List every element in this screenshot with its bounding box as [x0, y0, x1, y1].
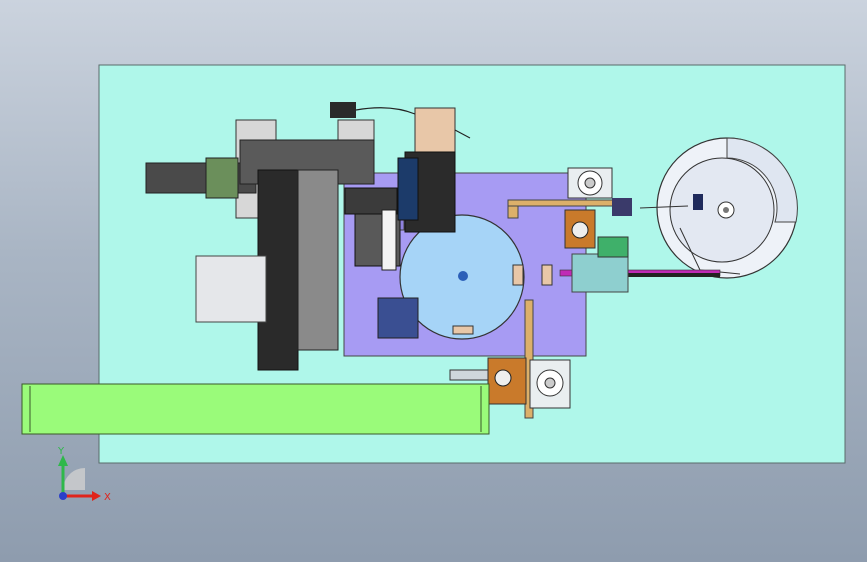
vibratory-bowl-feeder	[639, 137, 798, 279]
axis-x-label: X	[104, 492, 111, 503]
lower-gripper-station	[449, 299, 571, 419]
linear-feed-rail	[507, 199, 721, 293]
servo-linear-module	[145, 119, 419, 371]
output-conveyor	[21, 383, 490, 435]
coordinate-triad-icon[interactable]: Y X	[57, 446, 111, 503]
pneumatic-cylinder-block	[330, 102, 471, 233]
axis-y-label: Y	[57, 446, 65, 457]
upper-gripper-station	[564, 167, 632, 258]
rotary-turntable	[399, 214, 553, 340]
